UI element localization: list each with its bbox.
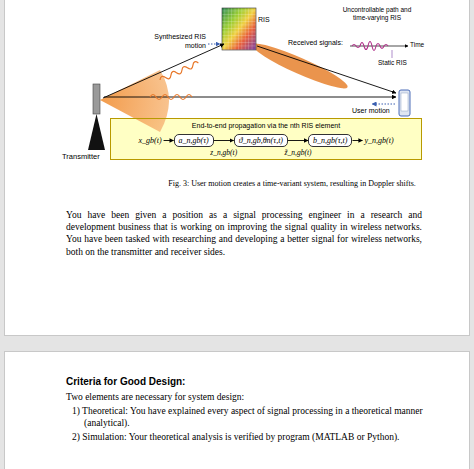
- figure-path: [88, 114, 105, 150]
- motion-label: User motion: [352, 107, 390, 115]
- transmitter-label: Transmitter: [62, 152, 100, 161]
- figure-line: [208, 44, 220, 45]
- signal-name: x_gb(t): [138, 136, 161, 146]
- signal-arrow: [288, 140, 308, 141]
- figure-line: [392, 50, 393, 58]
- figure-g: [159, 61, 199, 83]
- figure-line: [103, 44, 224, 98]
- figure-caption: Fig. 3: User motion creates a time-varia…: [110, 179, 474, 189]
- signal-name: z_n,gb(t): [210, 148, 237, 157]
- signal-arrow: [164, 140, 174, 141]
- signal-label: Received signals:: [288, 39, 343, 47]
- ris-note: Static RIS: [378, 59, 407, 67]
- figure-rect: [401, 93, 408, 111]
- figure-g: [150, 95, 192, 100]
- page-sheet: [4, 0, 470, 336]
- block-label: b_n,gb(τ,t): [313, 136, 347, 145]
- figure-line: [104, 97, 396, 98]
- figure-rect: [222, 8, 256, 50]
- signal-name: y_n,gb(t): [364, 136, 393, 146]
- block-label: a_n,gb(τ): [179, 136, 209, 145]
- process-box: b_n,gb(τ,t): [308, 134, 352, 147]
- figure-line: [372, 104, 395, 105]
- figure-rect: [399, 90, 410, 116]
- process-box: ϑ_n,gb,θn(τ,t): [234, 134, 288, 147]
- block-label: ϑ_n,gb,θn(τ,t): [239, 136, 283, 145]
- path-note: Uncontrollable path and time-varying RIS: [340, 6, 414, 22]
- body-text: Two elements are necessary for system de…: [66, 392, 244, 403]
- figure-rect: [93, 84, 100, 114]
- list-item: 2) Simulation: Your theoretical analysis…: [72, 431, 424, 443]
- band-heading: End-to-end propagation via the nth RIS e…: [111, 119, 421, 130]
- figure-path: [150, 95, 192, 100]
- figure-ellipse: [249, 38, 351, 95]
- axis-label: Time: [410, 41, 424, 49]
- section-heading: Criteria for Good Design:: [66, 376, 185, 388]
- figure-path: [159, 61, 199, 83]
- signal-arrow: [352, 140, 362, 141]
- ris-label: RIS: [258, 16, 270, 24]
- signal-arrow: [214, 140, 234, 141]
- figure-rect: [222, 8, 256, 50]
- figure-line: [257, 46, 396, 93]
- signal-name: z̃_n,gb(t): [285, 148, 312, 157]
- body-paragraph: You have been given a position as a sign…: [66, 209, 422, 258]
- figure-path: [352, 42, 388, 51]
- figure-line: [350, 46, 408, 47]
- process-box: a_n,gb(τ): [174, 134, 214, 147]
- motion-label: Synthesized RIS motion: [146, 33, 206, 50]
- list-item: 1) Theoretical: You have explained every…: [72, 405, 424, 429]
